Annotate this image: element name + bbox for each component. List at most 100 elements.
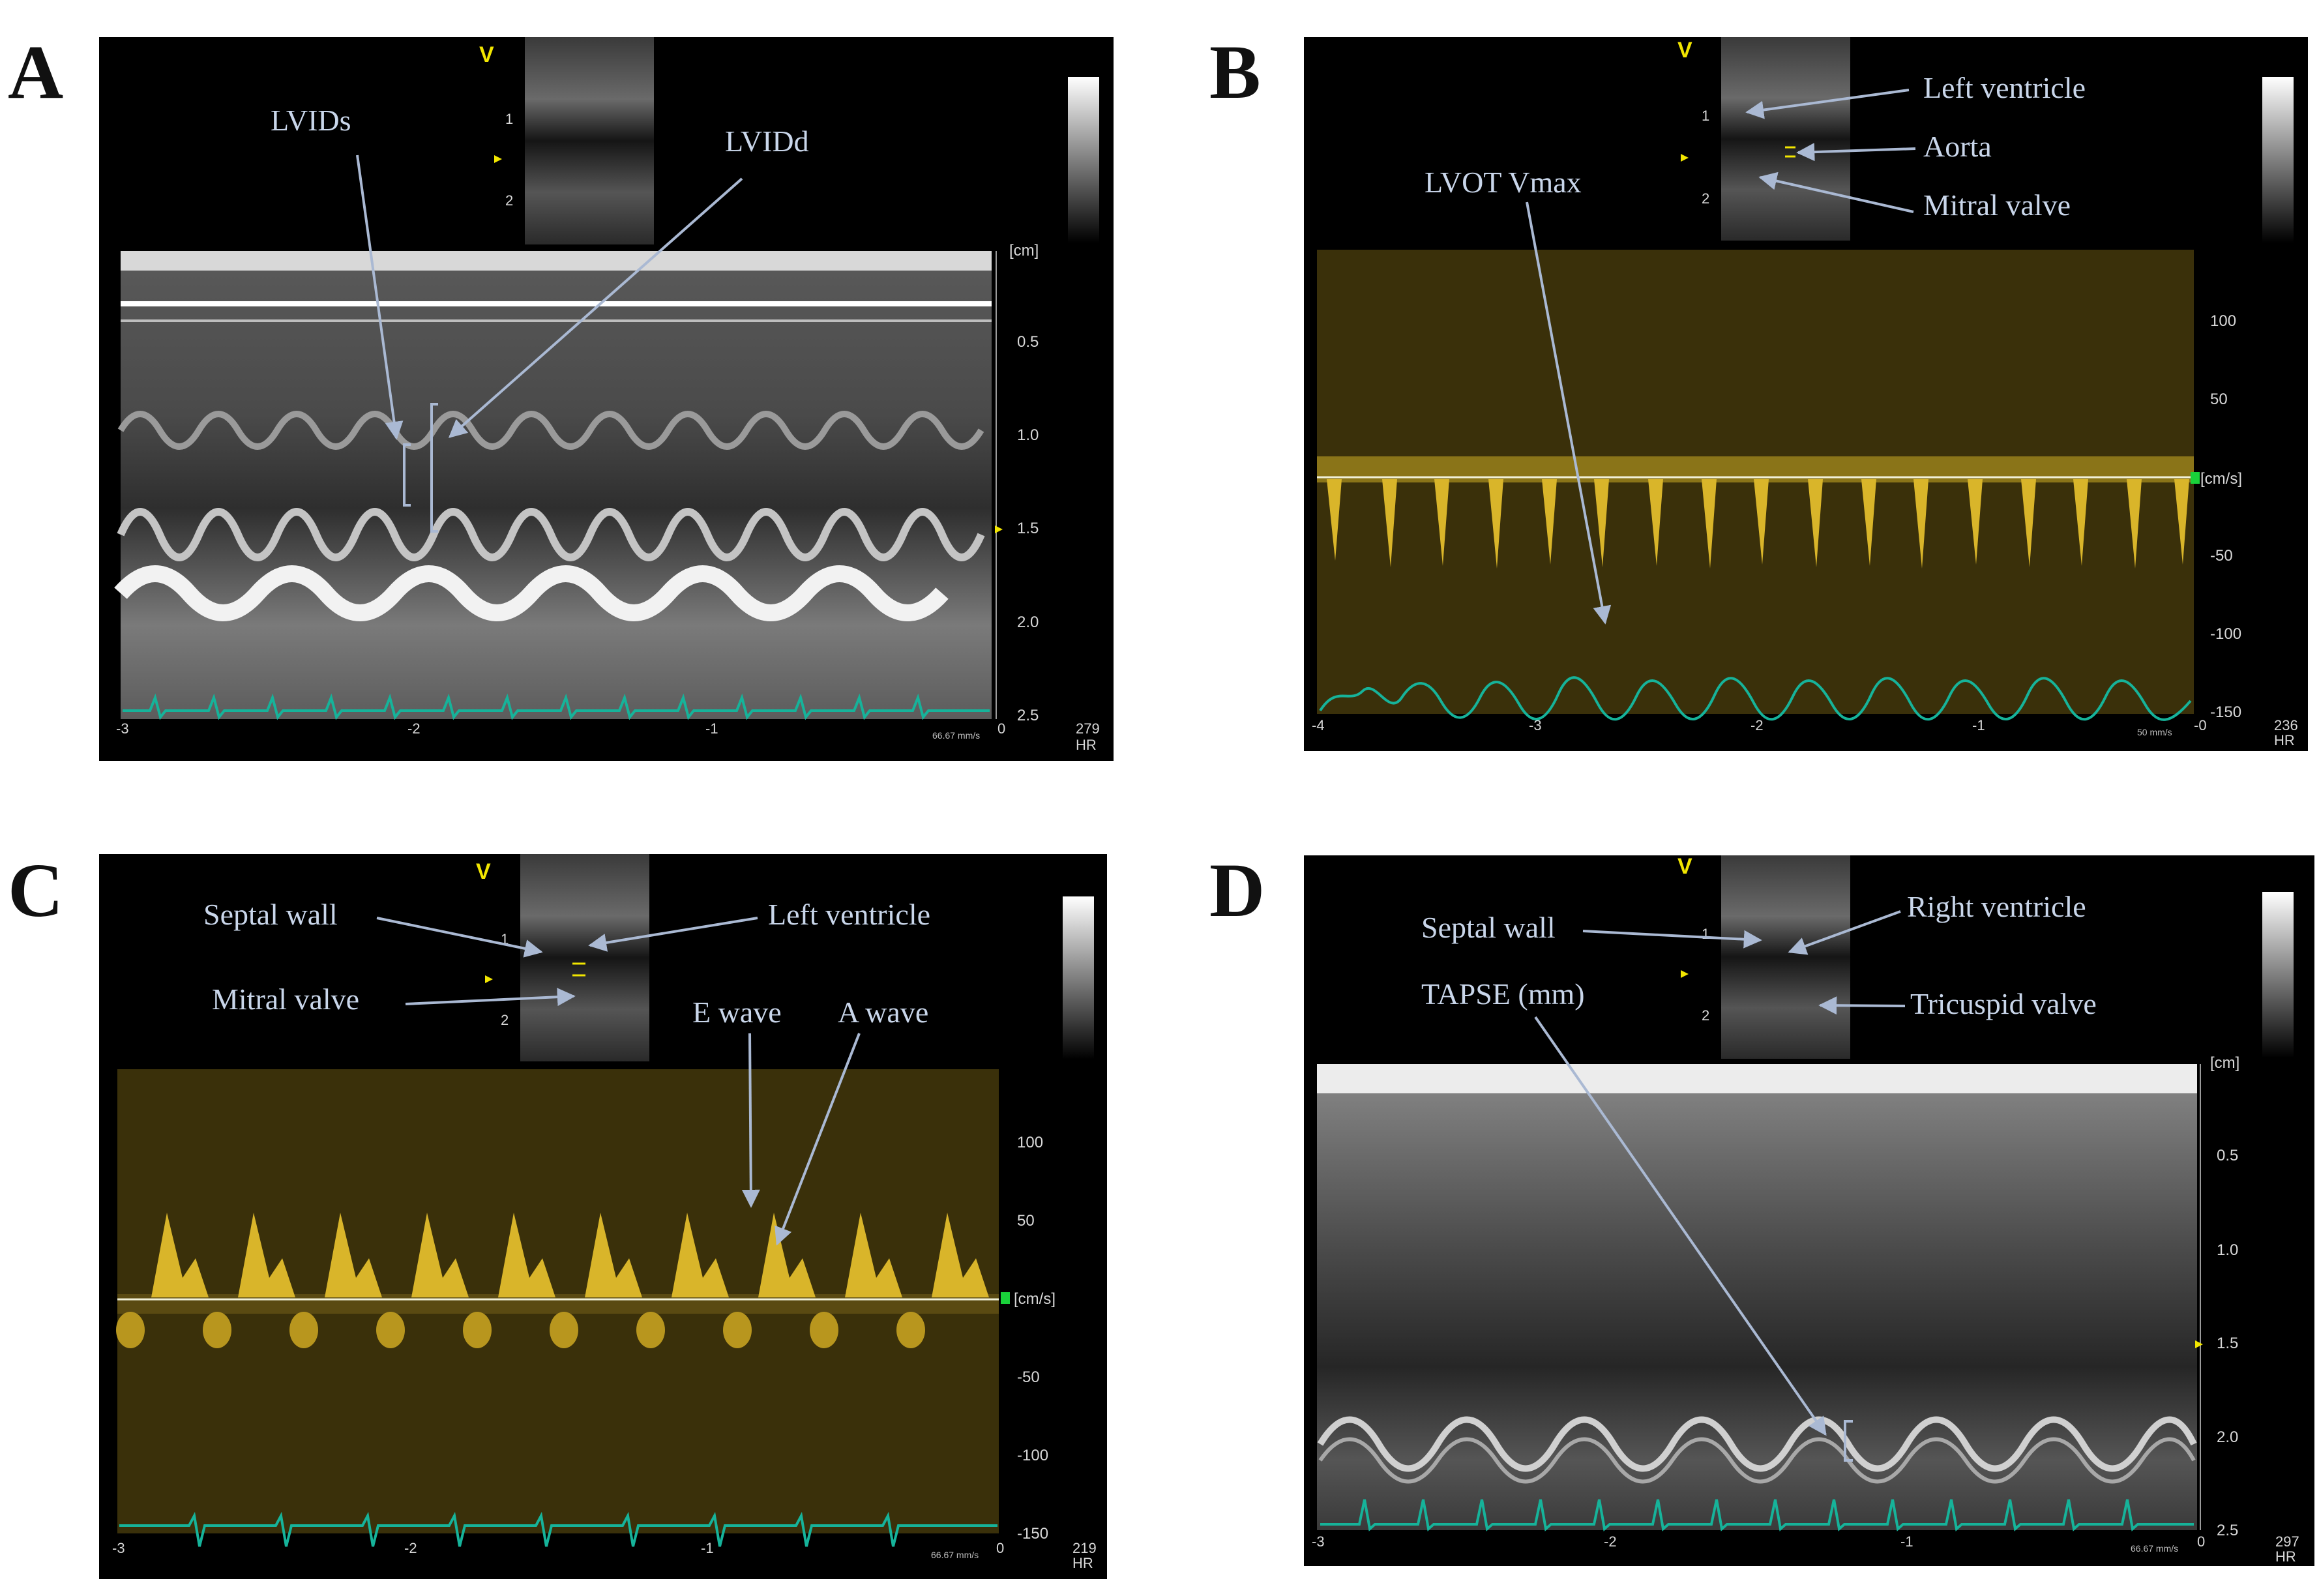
panel-label-a: A bbox=[8, 29, 63, 115]
ecg-trace-b bbox=[1319, 676, 2192, 721]
depth-marker-b bbox=[1681, 154, 1689, 162]
grayscale-bar-d bbox=[2262, 892, 2294, 1058]
sweep-speed-b: 50 mm/s bbox=[2137, 727, 2172, 737]
tricuspid-annulus-motion-d bbox=[1317, 1416, 2197, 1472]
mitral-inflow-waves-c bbox=[151, 1213, 989, 1297]
arrow-right-ventricle-d bbox=[1788, 910, 1901, 955]
depth-tick-a-15: 1.5 bbox=[1017, 520, 1039, 537]
hr-label-a: HR bbox=[1076, 737, 1097, 753]
annotation-mitral-valve-c: Mitral valve bbox=[212, 983, 359, 1016]
thumb-tick-d-1: 1 bbox=[1702, 926, 1709, 942]
time-tick-d-1: -3 bbox=[1312, 1533, 1325, 1550]
arrow-left-ventricle-b bbox=[1745, 89, 1910, 119]
panel-c: C V 1 2 bbox=[8, 848, 1107, 1579]
pericardium-motion-a bbox=[114, 565, 949, 621]
wall-echo-a bbox=[121, 301, 992, 306]
annotation-right-ventricle-d: Right ventricle bbox=[1907, 890, 2086, 923]
depth-tick-a-25: 2.5 bbox=[1017, 707, 1039, 724]
time-tick-c-1: -3 bbox=[112, 1540, 125, 1556]
velocity-unit-c: [cm/s] bbox=[1014, 1290, 1056, 1308]
hr-label-b: HR bbox=[2274, 732, 2295, 748]
arrow-lvids bbox=[356, 155, 404, 440]
depth-marker-c bbox=[485, 975, 493, 983]
hr-label-c: HR bbox=[1072, 1555, 1093, 1571]
arrow-lvidd bbox=[448, 177, 743, 438]
annotation-a-wave: A wave bbox=[838, 996, 928, 1029]
hr-value-b: 236 bbox=[2274, 717, 2298, 733]
ecg-trace-a bbox=[123, 693, 990, 720]
time-tick-d-3: -1 bbox=[1900, 1533, 1913, 1550]
depth-marker-a bbox=[494, 155, 502, 163]
annotation-septal-wall-d: Septal wall bbox=[1421, 911, 1556, 944]
thumb-tick-b-2: 2 bbox=[1702, 190, 1709, 207]
velocity-tick-c-50: 50 bbox=[1017, 1212, 1035, 1230]
annotation-tapse: TAPSE (mm) bbox=[1421, 977, 1585, 1011]
mmode-trace-a bbox=[121, 251, 992, 719]
velocity-tick-b-m100: -100 bbox=[2210, 625, 2241, 643]
outflow-waves-c bbox=[116, 1312, 925, 1348]
time-tick-d-2: -2 bbox=[1604, 1533, 1617, 1550]
annotation-left-ventricle-b: Left ventricle bbox=[1923, 71, 2086, 104]
v-marker-a: V bbox=[479, 42, 494, 67]
hr-value-d: 297 bbox=[2275, 1533, 2299, 1550]
bracket-lvids bbox=[403, 443, 411, 507]
depth-tick-a-05: 0.5 bbox=[1017, 333, 1039, 351]
ecg-trace-d bbox=[1320, 1499, 2194, 1531]
sweep-speed-c: 66.67 mm/s bbox=[931, 1550, 979, 1560]
depth-tick-a-10: 1.0 bbox=[1017, 426, 1039, 444]
annotation-lvot-vmax: LVOT Vmax bbox=[1425, 166, 1582, 199]
v-marker-c: V bbox=[476, 859, 491, 884]
arrow-tricuspid-valve-d bbox=[1818, 996, 1906, 1015]
thumbnail-image-d bbox=[1721, 855, 1850, 1059]
panel-label-d: D bbox=[1209, 848, 1265, 933]
baseline-marker-b bbox=[2191, 472, 2200, 484]
thumb-tick-a-1: 1 bbox=[505, 111, 513, 127]
panel-d: D V 1 2 [cm] 0.5 1.0 1.5 2.0 2.5 -3 -2 -… bbox=[1209, 848, 2314, 1566]
velocity-tick-c-m50: -50 bbox=[1017, 1368, 1040, 1386]
time-tick-a-3: -1 bbox=[705, 720, 718, 737]
velocity-unit-b: [cm/s] bbox=[2200, 470, 2242, 488]
v-marker-b: V bbox=[1677, 38, 1692, 63]
time-tick-b-3: -2 bbox=[1750, 717, 1764, 733]
time-tick-b-4: -1 bbox=[1972, 717, 1985, 733]
annotation-septal-wall-c: Septal wall bbox=[203, 898, 338, 931]
septum-motion-a bbox=[117, 411, 984, 450]
hr-value-a: 279 bbox=[1076, 720, 1100, 737]
panel-label-b: B bbox=[1209, 29, 1261, 115]
lvot-flow-waves-b bbox=[1327, 479, 2189, 569]
v-marker-d: V bbox=[1677, 854, 1692, 879]
velocity-tick-c-100: 100 bbox=[1017, 1134, 1043, 1151]
arrow-septal-wall-d bbox=[1582, 930, 1762, 949]
arrow-mitral-valve-b bbox=[1758, 171, 1914, 213]
time-tick-a-4: 0 bbox=[997, 720, 1005, 737]
arrow-left-ventricle-c bbox=[588, 917, 758, 952]
depth-tick-d-25: 2.5 bbox=[2217, 1522, 2238, 1539]
focus-marker-a bbox=[995, 525, 1003, 533]
annulus-echo-d bbox=[1318, 1437, 2196, 1484]
time-tick-d-4: 0 bbox=[2197, 1533, 2205, 1550]
grayscale-bar-b bbox=[2262, 77, 2294, 243]
thumb-tick-a-2: 2 bbox=[505, 192, 513, 209]
grayscale-bar-a bbox=[1068, 77, 1099, 243]
velocity-tick-c-m150: -150 bbox=[1017, 1525, 1048, 1543]
depth-tick-d-15: 1.5 bbox=[2217, 1335, 2238, 1352]
velocity-tick-b-m150: -150 bbox=[2210, 703, 2241, 721]
velocity-tick-b-m50: -50 bbox=[2210, 547, 2233, 565]
time-tick-c-3: -1 bbox=[701, 1540, 714, 1556]
arrow-tapse bbox=[1534, 1016, 1827, 1436]
panel-b: B V 1 2 [cm/s] bbox=[1209, 29, 2308, 751]
time-tick-c-4: 0 bbox=[996, 1540, 1004, 1556]
depth-tick-d-20: 2.0 bbox=[2217, 1428, 2238, 1446]
arrow-lvot-vmax bbox=[1526, 201, 1612, 625]
arrow-aorta-b bbox=[1796, 143, 1916, 162]
arrow-e-wave bbox=[741, 1033, 760, 1208]
near-field-band-a bbox=[121, 251, 992, 271]
grayscale-bar-c bbox=[1063, 896, 1094, 1059]
ecg-trace-c bbox=[119, 1511, 997, 1547]
time-tick-b-2: -3 bbox=[1529, 717, 1542, 733]
annotation-lvidd: LVIDd bbox=[725, 125, 809, 158]
velocity-tick-b-100: 100 bbox=[2210, 312, 2236, 330]
wall-echo-a-2 bbox=[121, 319, 992, 322]
panel-a: A V 1 2 [cm] 0.5 1.0 1.5 2.0 2.5 -3 -2 -… bbox=[8, 29, 1114, 761]
depth-tick-d-10: 1.0 bbox=[2217, 1241, 2238, 1259]
